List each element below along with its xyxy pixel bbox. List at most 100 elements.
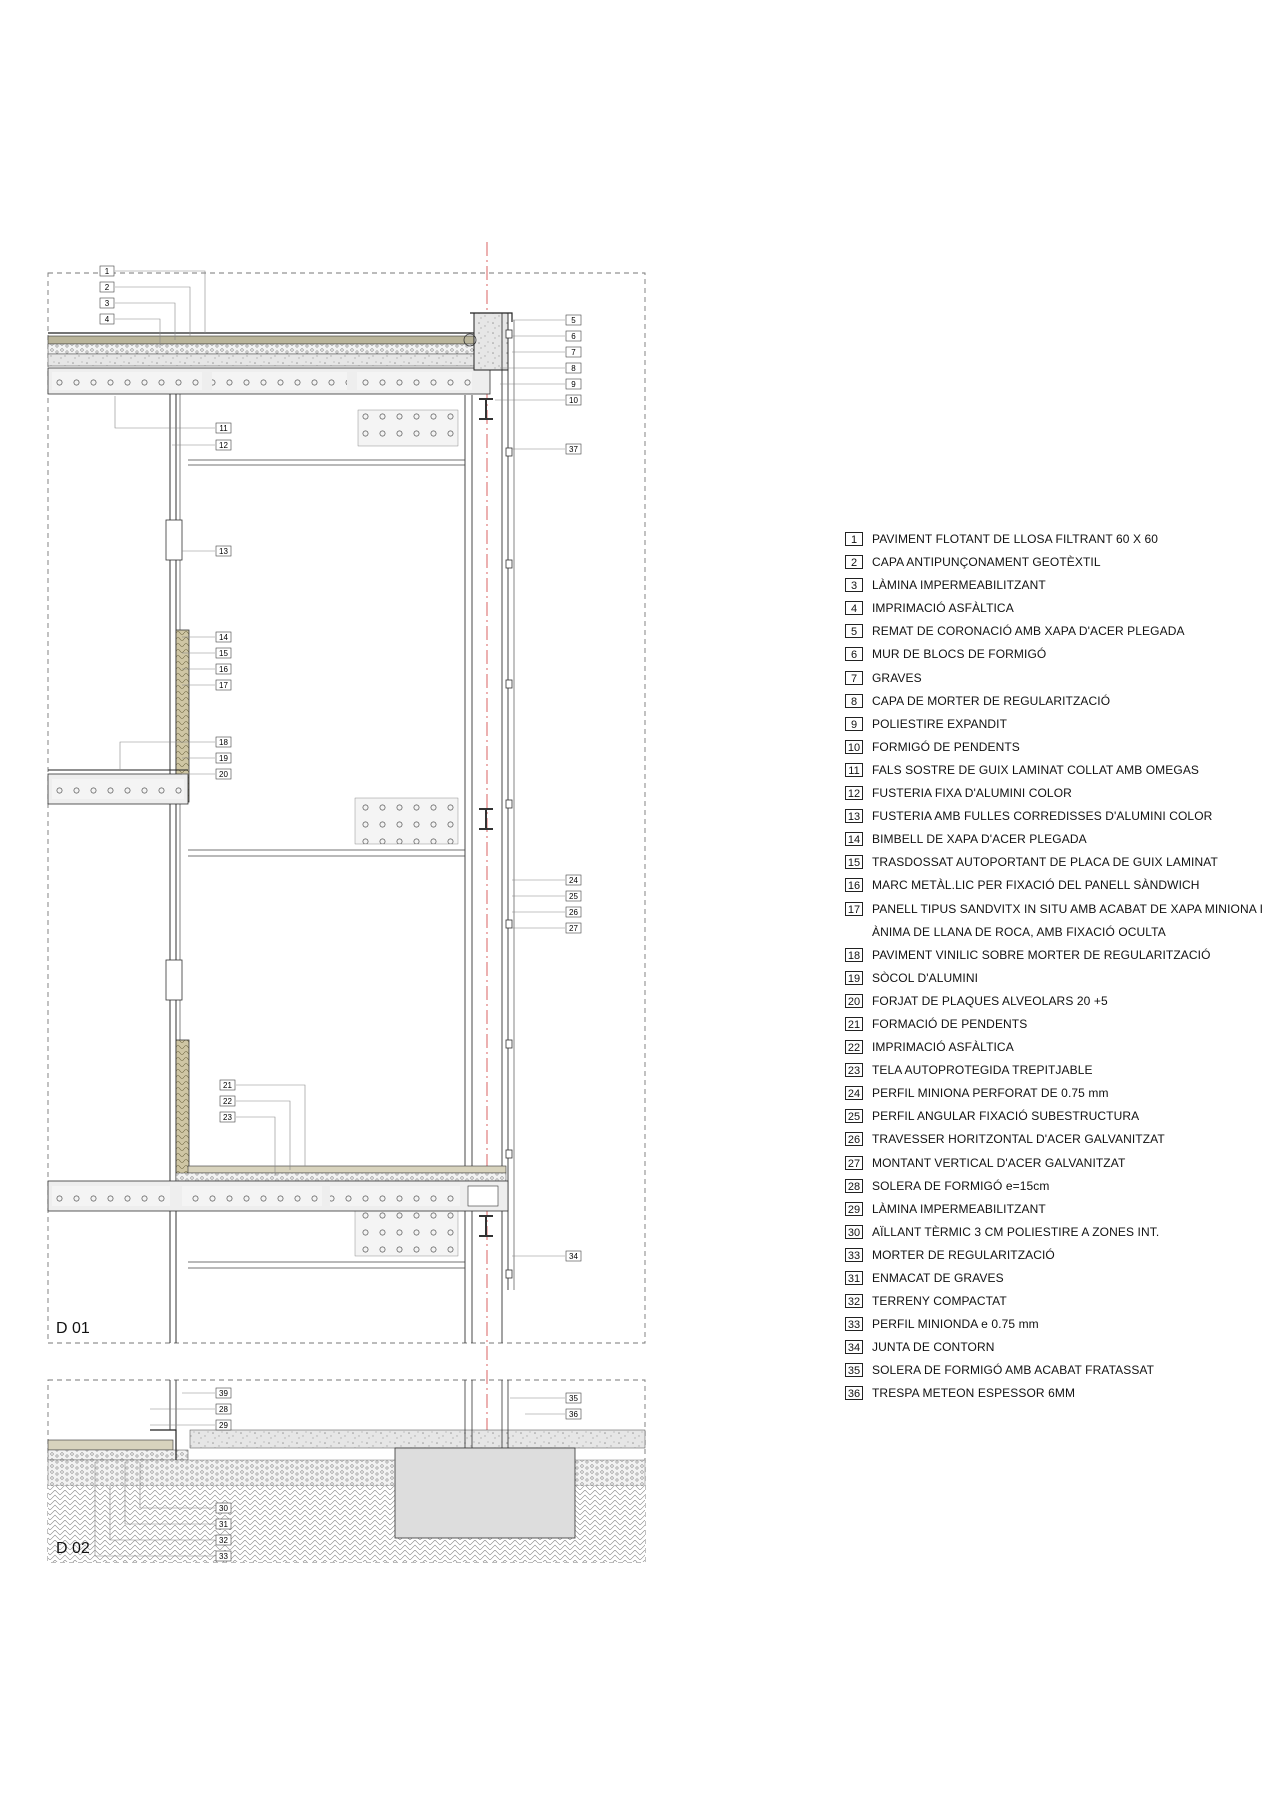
- legend-number: 6: [845, 647, 863, 662]
- svg-text:14: 14: [219, 633, 228, 642]
- roof-build-up: [47, 332, 491, 395]
- legend-item: 6 MUR DE BLOCS DE FORMIGÓ: [845, 645, 1265, 668]
- legend-number: 11: [845, 762, 863, 777]
- legend-text: IMPRIMACIÓ ASFÀLTICA: [872, 1040, 1014, 1055]
- legend-text: ÀNIMA DE LLANA DE ROCA, AMB FIXACIÓ OCUL…: [872, 924, 1166, 939]
- svg-text:8: 8: [571, 364, 576, 373]
- tag-33: 33: [215, 1550, 232, 1562]
- svg-text:18: 18: [219, 738, 228, 747]
- tag-36: 36: [565, 1408, 582, 1420]
- tag-17: 17: [215, 679, 232, 691]
- legend-text: CAPA DE MORTER DE REGULARITZACIÓ: [872, 693, 1111, 708]
- tag-4: 4: [99, 313, 115, 325]
- svg-text:34: 34: [569, 1252, 578, 1261]
- legend-text: SOLERA DE FORMIGÓ AMB ACABAT FRATASSAT: [872, 1363, 1155, 1378]
- legend-number: 32: [845, 1294, 863, 1309]
- legend-number: 13: [845, 809, 863, 824]
- legend-number: 10: [845, 739, 863, 754]
- svg-text:27: 27: [569, 924, 578, 933]
- svg-text:6: 6: [571, 332, 576, 341]
- legend-text: MONTANT VERTICAL D'ACER GALVANITZAT: [872, 1155, 1126, 1170]
- svg-text:28: 28: [219, 1405, 228, 1414]
- ceiling-lines: [188, 459, 465, 1269]
- svg-text:19: 19: [219, 754, 228, 763]
- legend-number: 18: [845, 947, 863, 962]
- svg-text:20: 20: [219, 770, 228, 779]
- tag-11: 11: [215, 422, 232, 434]
- tag-30: 30: [215, 1502, 232, 1514]
- tag-32: 32: [215, 1534, 232, 1546]
- legend-number: 24: [845, 1086, 863, 1101]
- steel-beam-2: [479, 808, 493, 830]
- legend-number: 4: [845, 601, 863, 616]
- legend-item: 28 SOLERA DE FORMIGÓ e=15cm: [845, 1177, 1265, 1200]
- legend-number: 26: [845, 1132, 863, 1147]
- legend-text: FORMIGÓ DE PENDENTS: [872, 739, 1020, 754]
- legend-item: 32 TERRENY COMPACTAT: [845, 1292, 1265, 1315]
- tag-23: 23: [219, 1111, 236, 1123]
- legend-text: PAVIMENT VINILIC SOBRE MORTER DE REGULAR…: [872, 947, 1211, 962]
- lower-slab: [47, 1165, 509, 1212]
- legend-text: PERFIL MINIONA PERFORAT DE 0.75 mm: [872, 1086, 1109, 1101]
- legend-number: 29: [845, 1201, 863, 1216]
- legend-text: AÏLLANT TÈRMIC 3 CM POLIESTIRE A ZONES I…: [872, 1224, 1160, 1239]
- svg-text:13: 13: [219, 547, 228, 556]
- tag-16: 16: [215, 663, 232, 675]
- svg-text:12: 12: [219, 441, 228, 450]
- svg-text:21: 21: [223, 1081, 232, 1090]
- legend-text: PERFIL ANGULAR FIXACIÓ SUBESTRUCTURA: [872, 1109, 1140, 1124]
- sandwich-panel-lower: [175, 1039, 190, 1176]
- leader-lines: [94, 270, 565, 1557]
- svg-text:26: 26: [569, 908, 578, 917]
- legend-text: REMAT DE CORONACIÓ AMB XAPA D'ACER PLEGA…: [872, 624, 1185, 639]
- legend-text: MUR DE BLOCS DE FORMIGÓ: [872, 647, 1047, 662]
- legend-number: 14: [845, 832, 863, 847]
- legend-text: TRESPA METEON ESPESSOR 6MM: [872, 1386, 1076, 1401]
- legend-number: 21: [845, 1016, 863, 1031]
- legend-number: 33: [845, 1247, 863, 1262]
- vent-panel-1: [357, 409, 459, 447]
- legend-text: TERRENY COMPACTAT: [872, 1294, 1007, 1309]
- legend-text: SÒCOL D'ALUMINI: [872, 970, 979, 985]
- steel-beam-3: [479, 1215, 493, 1237]
- svg-text:10: 10: [569, 396, 578, 405]
- svg-text:5: 5: [571, 316, 576, 325]
- tag-35: 35: [565, 1392, 582, 1404]
- svg-text:31: 31: [219, 1520, 228, 1529]
- legend-number: 15: [845, 855, 863, 870]
- legend-text: JUNTA DE CONTORN: [872, 1340, 995, 1355]
- tag-10: 10: [565, 394, 582, 406]
- tag-31: 31: [215, 1518, 232, 1530]
- legend-text: SOLERA DE FORMIGÓ e=15cm: [872, 1178, 1050, 1193]
- tag-7: 7: [565, 346, 582, 358]
- steel-beam-1: [479, 398, 493, 420]
- vent-panel-3: [354, 1209, 459, 1257]
- legend-item: 24 PERFIL MINIONA PERFORAT DE 0.75 mm: [845, 1084, 1265, 1107]
- legend-number: 28: [845, 1178, 863, 1193]
- callout-tags-d02: 39 28 29 35 36 30 31 32 33: [215, 1387, 582, 1562]
- legend-text: POLIESTIRE EXPANDIT: [872, 716, 1008, 731]
- svg-text:35: 35: [569, 1394, 578, 1403]
- tag-25: 25: [565, 890, 582, 902]
- tag-39: 39: [215, 1387, 232, 1399]
- legend-text: FORJAT DE PLAQUES ALVEOLARS 20 +5: [872, 993, 1108, 1008]
- detail-label-d01: D 01: [56, 1320, 90, 1337]
- legend-text: PANELL TIPUS SANDVITX IN SITU AMB ACABAT…: [872, 901, 1264, 916]
- legend-number: 30: [845, 1224, 863, 1239]
- svg-text:1: 1: [105, 267, 110, 276]
